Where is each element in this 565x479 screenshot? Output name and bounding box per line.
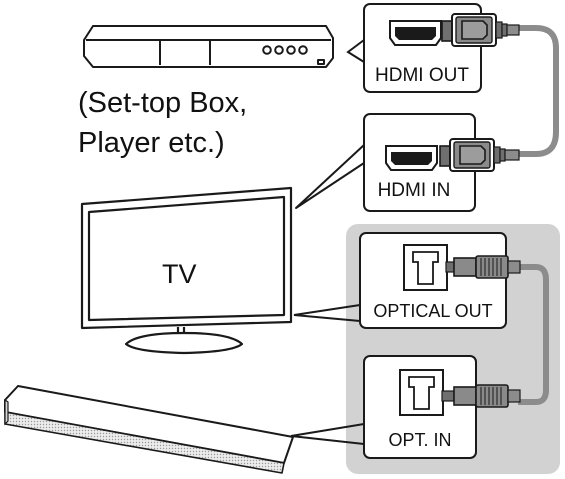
callout-lines: [290, 39, 365, 445]
source-caption-line2: Player etc.): [78, 127, 225, 159]
hdmi-cable: [518, 25, 559, 157]
source-caption-line1: (Set-top Box,: [78, 87, 247, 119]
optical-out-port-box: OPTICAL OUT: [359, 232, 521, 329]
optical-port-icon: [403, 244, 448, 291]
tv-illustration: [80, 186, 293, 355]
tv-label: TV: [162, 259, 197, 289]
hdmi-out-port-box: HDMI OUT: [363, 3, 520, 93]
hdmi-in-port-box: HDMI IN: [363, 113, 520, 212]
optical-out-label: OPTICAL OUT: [373, 301, 492, 321]
optical-port-icon: [399, 369, 444, 416]
set-top-box-illustration: [83, 25, 334, 68]
optical-cable: [518, 264, 549, 405]
optical-in-port-box: OPT. IN: [363, 355, 521, 459]
hdmi-out-label: HDMI OUT: [375, 65, 469, 86]
hdmi-in-label: HDMI IN: [378, 180, 451, 201]
optical-in-label: OPT. IN: [388, 430, 451, 450]
sound-bar-illustration: [4, 385, 294, 474]
